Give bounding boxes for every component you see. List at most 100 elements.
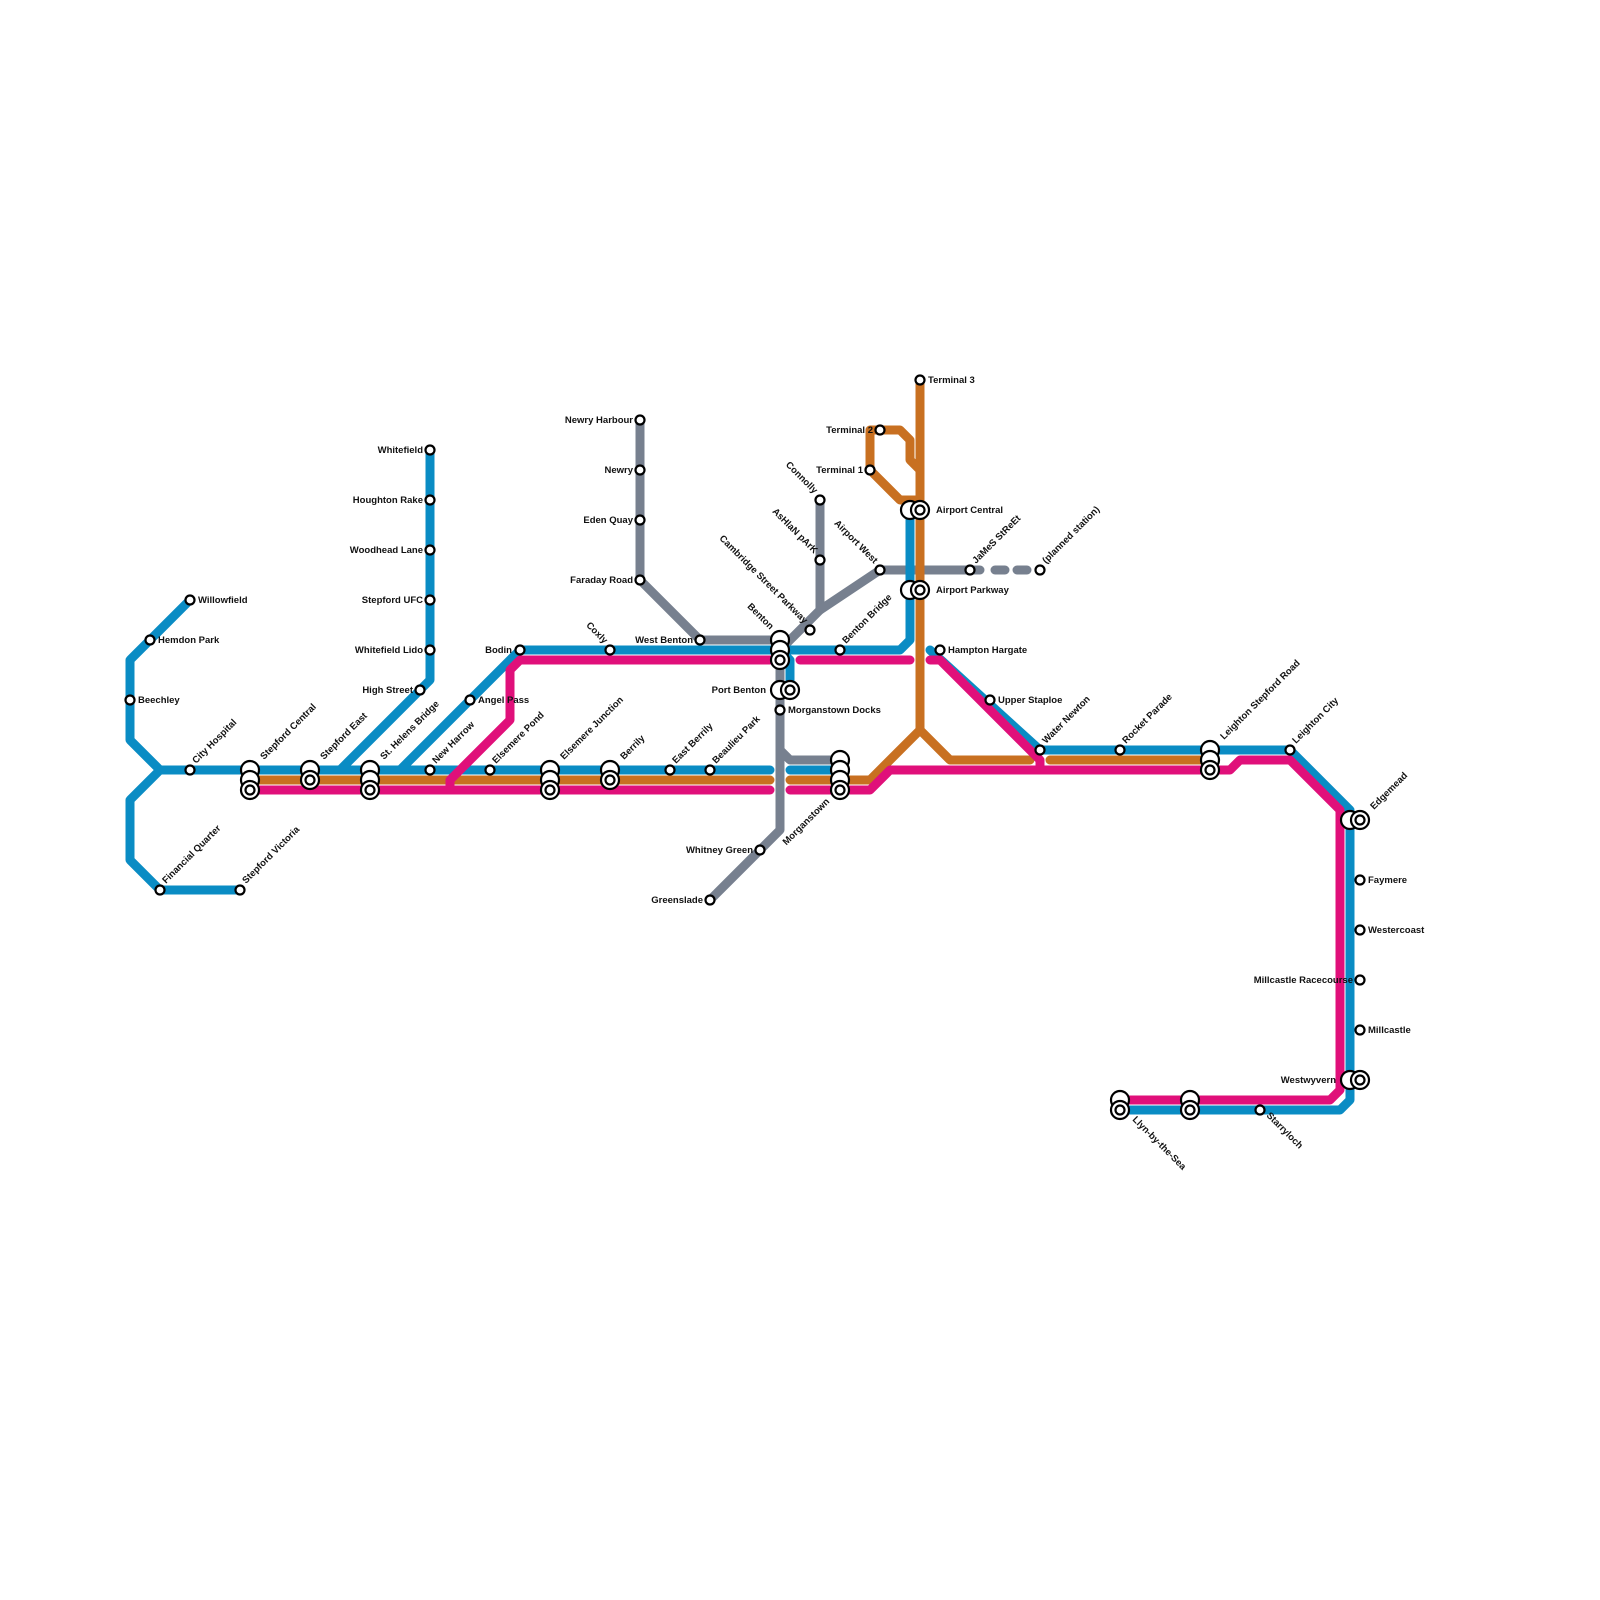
station-dot-whitefield-lido[interactable] <box>424 644 436 656</box>
interchange-benton[interactable] <box>769 629 791 671</box>
label-elsemere-junction: Elsemere Junction <box>558 694 626 762</box>
label-hemdon-park: Hemdon Park <box>158 635 220 646</box>
label-newry: Newry <box>604 465 633 476</box>
station-dot-morganstown-docks[interactable] <box>774 704 786 716</box>
magenta-line-bodin-loop <box>445 655 775 795</box>
interchange-airport-parkway[interactable] <box>899 579 931 601</box>
station-dot-cambridge-street-parkway[interactable] <box>804 624 816 636</box>
label-planned-station: (planned station) <box>1040 504 1102 566</box>
station-dot-whitefield[interactable] <box>424 444 436 456</box>
label-ashlan-park: AsHlaN pArK <box>770 506 820 556</box>
label-edgemead: Edgemead <box>1368 770 1410 812</box>
interchange-morganstown[interactable] <box>829 749 851 801</box>
label-greenslade: Greenslade <box>651 895 703 906</box>
interchange-st-helens-bridge[interactable] <box>359 759 381 801</box>
station-dot-faraday-road[interactable] <box>634 574 646 586</box>
orange-line-water-newton <box>915 725 1035 765</box>
label-llyn-by-the-sea: Llyn-by-the-Sea <box>1130 1114 1189 1173</box>
station-dot-starryloch[interactable] <box>1254 1104 1266 1116</box>
station-dot-whitney-green[interactable] <box>754 844 766 856</box>
station-dot-leighton-city[interactable] <box>1284 744 1296 756</box>
interchange-port-benton[interactable] <box>769 679 801 701</box>
label-faymere: Faymere <box>1368 875 1407 886</box>
station-dot-faymere[interactable] <box>1354 874 1366 886</box>
station-dot-west-benton[interactable] <box>694 634 706 646</box>
station-dot-airport-west[interactable] <box>874 564 886 576</box>
interchange-edgemead[interactable] <box>1339 809 1371 831</box>
station-dot-greenslade[interactable] <box>704 894 716 906</box>
label-east-berrily: East Berrily <box>670 720 716 766</box>
interchange-westwyvern[interactable] <box>1339 1069 1371 1091</box>
station-dot-connolly[interactable] <box>814 494 826 506</box>
station-dot-coxly[interactable] <box>604 644 616 656</box>
interchange-unnamed-west-of-starryloch[interactable] <box>1179 1089 1201 1121</box>
label-beechley: Beechley <box>138 695 180 706</box>
label-stepford-east: Stepford East <box>318 710 370 762</box>
station-dot-beechley[interactable] <box>124 694 136 706</box>
station-dot-high-street[interactable] <box>414 684 426 696</box>
label-morganstown: Morganstown <box>781 796 833 848</box>
station-dot-terminal-3[interactable] <box>914 374 926 386</box>
orange-line-terminal-loop <box>865 425 925 505</box>
interchange-llyn-by-the-sea[interactable] <box>1109 1089 1131 1121</box>
station-dot-stepford-victoria[interactable] <box>234 884 246 896</box>
station-dot-upper-staploe[interactable] <box>984 694 996 706</box>
label-coxly: Coxly <box>584 620 611 647</box>
label-terminal-2: Terminal 2 <box>826 425 873 436</box>
label-beaulieu-park: Beaulieu Park <box>710 713 763 766</box>
station-dot-new-harrow[interactable] <box>424 764 436 776</box>
label-morganstown-docks: Morganstown Docks <box>788 705 881 716</box>
station-dot-bodin[interactable] <box>514 644 526 656</box>
label-woodhead-lane: Woodhead Lane <box>350 545 423 556</box>
magenta-line-morganstown <box>785 755 1345 1105</box>
station-dot-elsemere-pond[interactable] <box>484 764 496 776</box>
station-dot-newry-harbour[interactable] <box>634 414 646 426</box>
station-dot-newry[interactable] <box>634 464 646 476</box>
station-dot-ashlan-park[interactable] <box>814 554 826 566</box>
station-dot-beaulieu-park[interactable] <box>704 764 716 776</box>
interchanges <box>239 499 1371 1121</box>
interchange-stepford-central[interactable] <box>239 759 261 801</box>
interchange-berrily[interactable] <box>599 759 621 791</box>
station-dot-james-street[interactable] <box>964 564 976 576</box>
grey-line-benton-trunk <box>705 635 785 905</box>
label-berrily: Berrily <box>618 733 648 763</box>
station-dot-angel-pass[interactable] <box>464 694 476 706</box>
station-dot-city-hospital[interactable] <box>184 764 196 776</box>
station-dot-millcastle-racecourse[interactable] <box>1354 974 1366 986</box>
station-dot-terminal-1[interactable] <box>864 464 876 476</box>
station-dot-eden-quay[interactable] <box>634 514 646 526</box>
blue-line-willowfield-loop <box>125 595 245 895</box>
station-dot-rocket-parade[interactable] <box>1114 744 1126 756</box>
station-dot-planned-station[interactable] <box>1034 564 1046 576</box>
label-whitefield-lido: Whitefield Lido <box>355 645 423 656</box>
label-benton-bridge: Benton Bridge <box>840 592 894 646</box>
label-willowfield: Willowfield <box>198 595 248 606</box>
label-west-benton: West Benton <box>635 635 693 646</box>
label-airport-central: Airport Central <box>936 505 1003 516</box>
station-dot-hampton-hargate[interactable] <box>934 644 946 656</box>
station-dot-east-berrily[interactable] <box>664 764 676 776</box>
station-dot-hemdon-park[interactable] <box>144 634 156 646</box>
interchange-elsemere-junction[interactable] <box>539 759 561 801</box>
interchange-leighton-stepford-road[interactable] <box>1199 739 1221 781</box>
station-dot-woodhead-lane[interactable] <box>424 544 436 556</box>
station-dot-willowfield[interactable] <box>184 594 196 606</box>
station-dot-benton-bridge[interactable] <box>834 644 846 656</box>
label-eden-quay: Eden Quay <box>583 515 633 526</box>
station-dot-houghton-rake[interactable] <box>424 494 436 506</box>
interchange-stepford-east[interactable] <box>299 759 321 791</box>
stations <box>124 374 1366 1116</box>
interchange-airport-central[interactable] <box>899 499 931 521</box>
label-upper-staploe: Upper Staploe <box>998 695 1062 706</box>
station-dot-financial-quarter[interactable] <box>154 884 166 896</box>
label-port-benton: Port Benton <box>712 685 767 696</box>
station-dot-stepford-ufc[interactable] <box>424 594 436 606</box>
station-dot-terminal-2[interactable] <box>874 424 886 436</box>
orange-line-trunk-east <box>785 375 925 785</box>
station-dot-water-newton[interactable] <box>1034 744 1046 756</box>
station-dot-millcastle[interactable] <box>1354 1024 1366 1036</box>
station-dot-westercoast[interactable] <box>1354 924 1366 936</box>
label-high-street: High Street <box>362 685 414 696</box>
